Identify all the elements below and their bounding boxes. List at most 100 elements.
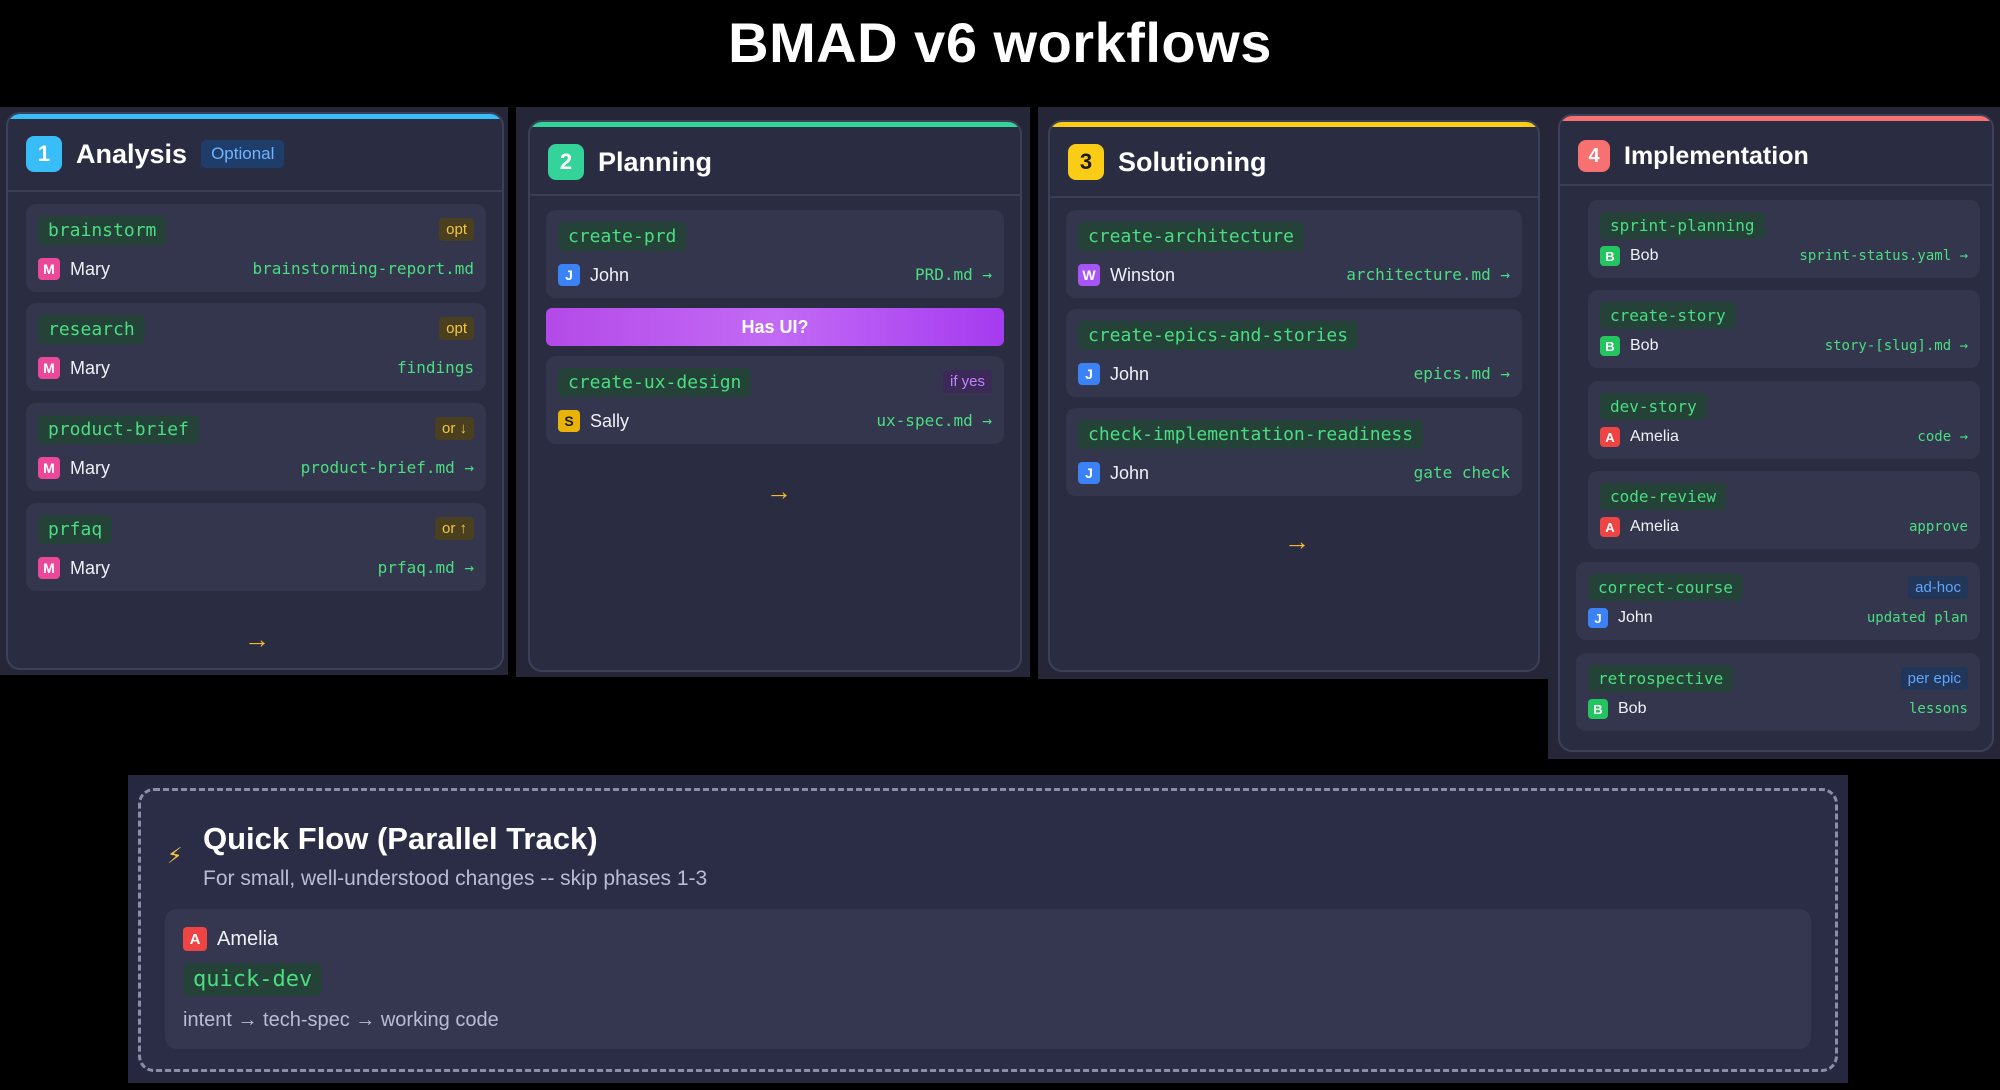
step-create-story[interactable]: create-story B Bob story-[slug].md →: [1588, 290, 1980, 368]
lightning-icon: ⚡: [167, 843, 183, 868]
agent: J John: [1078, 363, 1149, 385]
arrow-right-icon: →: [1284, 526, 1310, 556]
optional-tag: opt: [439, 218, 474, 241]
agent: A Amelia: [1600, 517, 1679, 537]
avatar: J: [1588, 608, 1608, 628]
command-label: check-implementation-readiness: [1078, 420, 1424, 449]
agent: S Sally: [558, 410, 629, 432]
phase-number-badge: 1: [26, 136, 62, 172]
step-check-implementation-readiness[interactable]: check-implementation-readiness J John ga…: [1066, 408, 1522, 496]
agent-name: Winston: [1110, 264, 1176, 285]
phase-accent-bar: [1560, 116, 1992, 121]
agent-name: Mary: [70, 457, 110, 478]
phase-implementation: 4 Implementation sprint-planning B Bob s…: [1558, 114, 1994, 752]
command-label: code-review: [1600, 483, 1726, 510]
output-label: brainstorming-report.md: [252, 259, 474, 278]
phase-number-badge: 3: [1068, 144, 1104, 180]
step-create-architecture[interactable]: create-architecture W Winston architectu…: [1066, 210, 1522, 298]
condition-tag: if yes: [942, 370, 992, 393]
avatar: J: [1078, 462, 1100, 484]
command-label: product-brief: [38, 415, 199, 444]
header-divider: [8, 190, 502, 192]
step-create-ux-design[interactable]: create-ux-design if yes S Sally ux-spec.…: [546, 356, 1004, 444]
output-label: PRD.md →: [914, 265, 992, 284]
agent-name: Bob: [1630, 247, 1659, 264]
agent-name: Amelia: [217, 927, 279, 950]
command-label: brainstorm: [38, 216, 167, 245]
agent: M Mary: [38, 357, 110, 379]
step-create-prd[interactable]: create-prd J John PRD.md →: [546, 210, 1004, 298]
quick-dev-card[interactable]: A Amelia quick-dev intent → tech-spec → …: [165, 909, 1811, 1049]
output-label: epics.md →: [1413, 364, 1510, 383]
avatar: B: [1600, 336, 1620, 356]
output-label: updated plan: [1866, 610, 1968, 626]
phase-solutioning: 3 Solutioning create-architecture W Wins…: [1048, 120, 1540, 672]
step-retrospective[interactable]: retrospective per epic B Bob lessons: [1576, 653, 1980, 731]
agent-name: Mary: [70, 258, 110, 279]
command-label: research: [38, 315, 145, 344]
avatar: A: [1600, 427, 1620, 447]
agent: J John: [558, 264, 629, 286]
step-create-epics-and-stories[interactable]: create-epics-and-stories J John epics.md…: [1066, 309, 1522, 397]
avatar: M: [38, 457, 60, 479]
output-label: approve: [1908, 519, 1968, 535]
phase-title: Solutioning: [1118, 146, 1267, 177]
phase-header: 4 Implementation: [1578, 136, 1974, 176]
arrow-right-icon: →: [244, 624, 270, 654]
agent: A Amelia: [1600, 427, 1679, 447]
avatar: J: [1078, 363, 1100, 385]
header-divider: [530, 194, 1020, 196]
phase-header: 2 Planning: [548, 142, 1002, 182]
step-dev-story[interactable]: dev-story A Amelia code →: [1588, 381, 1980, 459]
phase-number-badge: 2: [548, 144, 584, 180]
output-label: code →: [1917, 429, 1968, 445]
agent: A Amelia: [183, 927, 278, 951]
output-label: lessons: [1908, 701, 1968, 717]
command-label: retrospective: [1588, 665, 1734, 692]
step-code-review[interactable]: code-review A Amelia approve: [1588, 471, 1980, 549]
command-label: quick-dev: [183, 963, 323, 996]
step-prfaq[interactable]: prfaq or ↑ M Mary prfaq.md →: [26, 503, 486, 591]
output-label: prfaq.md →: [377, 558, 474, 577]
alternative-tag: or ↑: [434, 517, 474, 540]
avatar: A: [1600, 517, 1620, 537]
step-brainstorm[interactable]: brainstorm opt M Mary brainstorming-repo…: [26, 204, 486, 292]
avatar: M: [38, 258, 60, 280]
phase-title: Planning: [598, 146, 712, 177]
has-ui-decision: Has UI?: [546, 308, 1004, 346]
phase-header: 1 Analysis Optional: [26, 134, 484, 174]
output-label: gate check: [1413, 463, 1510, 482]
agent-name: Bob: [1618, 700, 1647, 717]
agent-name: John: [1110, 462, 1150, 483]
agent-name: Mary: [70, 357, 110, 378]
header-divider: [1050, 196, 1538, 198]
agent-name: Bob: [1630, 337, 1659, 354]
output-label: product-brief.md →: [300, 458, 474, 477]
phase-accent-bar: [8, 114, 502, 119]
agent-name: Mary: [70, 557, 110, 578]
agent-name: John: [1110, 363, 1150, 384]
step-research[interactable]: research opt M Mary findings: [26, 303, 486, 391]
alternative-tag: or ↓: [434, 417, 474, 440]
avatar: J: [558, 264, 580, 286]
header-divider: [1560, 184, 1992, 186]
avatar: S: [558, 410, 580, 432]
command-label: create-story: [1600, 302, 1736, 329]
command-label: dev-story: [1600, 393, 1707, 420]
page-title: BMAD v6 workflows: [728, 11, 1272, 74]
avatar: W: [1078, 264, 1100, 286]
step-sprint-planning[interactable]: sprint-planning B Bob sprint-status.yaml…: [1588, 200, 1980, 278]
command-label: create-epics-and-stories: [1078, 321, 1359, 350]
agent: B Bob: [1600, 246, 1658, 266]
command-label: prfaq: [38, 515, 113, 544]
output-label: findings: [396, 358, 474, 377]
step-correct-course[interactable]: correct-course ad-hoc J John updated pla…: [1576, 562, 1980, 640]
command-label: create-ux-design: [558, 368, 752, 397]
step-product-brief[interactable]: product-brief or ↓ M Mary product-brief.…: [26, 403, 486, 491]
phase-title: Analysis: [76, 138, 188, 169]
agent-name: Amelia: [1630, 518, 1679, 535]
agent-name: John: [1618, 609, 1653, 626]
output-label: story-[slug].md →: [1824, 338, 1968, 354]
agent-name: Sally: [590, 410, 630, 431]
